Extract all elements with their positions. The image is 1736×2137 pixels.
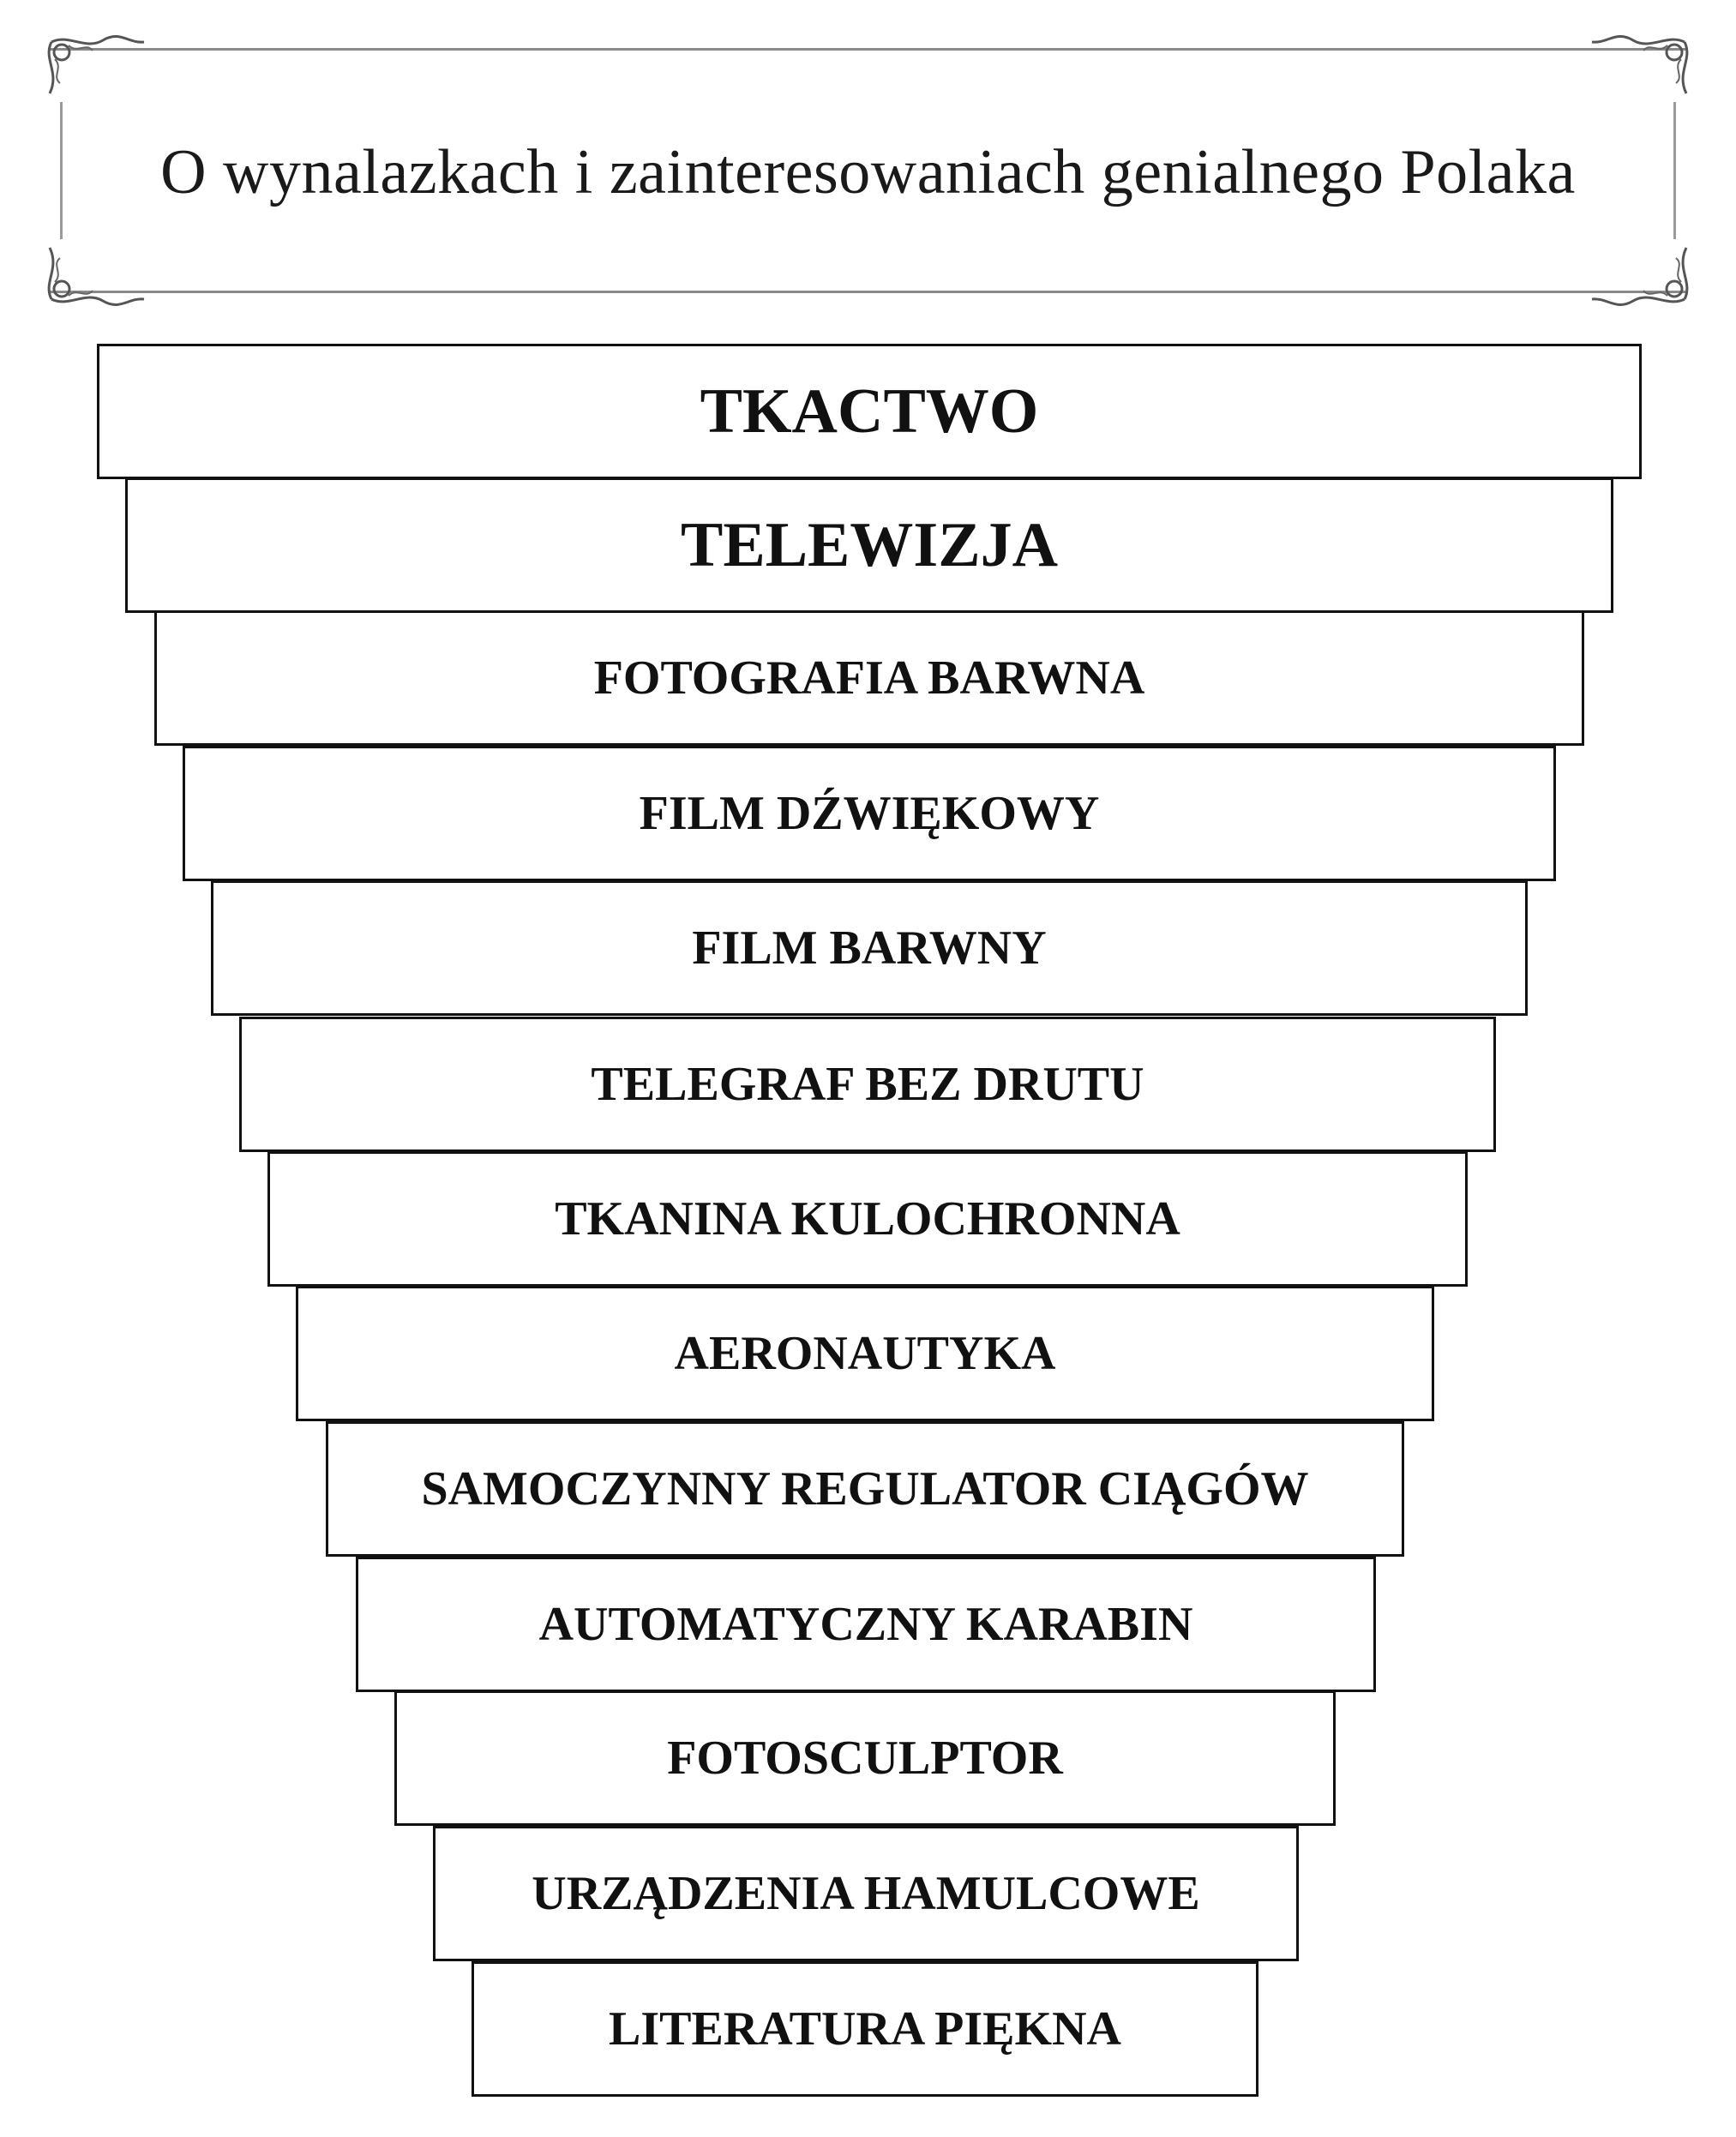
frame-right-line bbox=[1673, 102, 1676, 239]
pyramid-step: SAMOCZYNNY REGULATOR CIĄGÓW bbox=[326, 1421, 1404, 1557]
corner-ornament-icon bbox=[47, 35, 145, 94]
pyramid-step: FOTOGRAFIA BARWNA bbox=[154, 610, 1584, 746]
corner-ornament-icon bbox=[1591, 35, 1689, 94]
pyramid-step: FILM BARWNY bbox=[211, 880, 1528, 1016]
pyramid-step: FILM DŹWIĘKOWY bbox=[183, 746, 1556, 881]
corner-ornament-icon bbox=[47, 247, 145, 306]
pyramid-step: TKANINA KULOCHRONNA bbox=[267, 1151, 1468, 1287]
pyramid-step: FOTOSCULPTOR bbox=[394, 1690, 1336, 1826]
pyramid-step: TKACTWO bbox=[97, 344, 1642, 479]
title-frame: O wynalazkach i zainteresowaniach genial… bbox=[47, 35, 1689, 306]
frame-left-line bbox=[60, 102, 63, 239]
pyramid-step: TELEWIZJA bbox=[125, 477, 1613, 613]
corner-ornament-icon bbox=[1591, 247, 1689, 306]
pyramid-step: AUTOMATYCZNY KARABIN bbox=[356, 1557, 1376, 1692]
pyramid-step: TELEGRAF BEZ DRUTU bbox=[239, 1017, 1496, 1152]
pyramid-step: LITERATURA PIĘKNA bbox=[472, 1961, 1258, 2097]
page-title: O wynalazkach i zainteresowaniach genial… bbox=[160, 137, 1576, 207]
pyramid-step: AERONAUTYKA bbox=[296, 1286, 1434, 1421]
pyramid-step: URZĄDZENIA HAMULCOWE bbox=[433, 1826, 1299, 1961]
